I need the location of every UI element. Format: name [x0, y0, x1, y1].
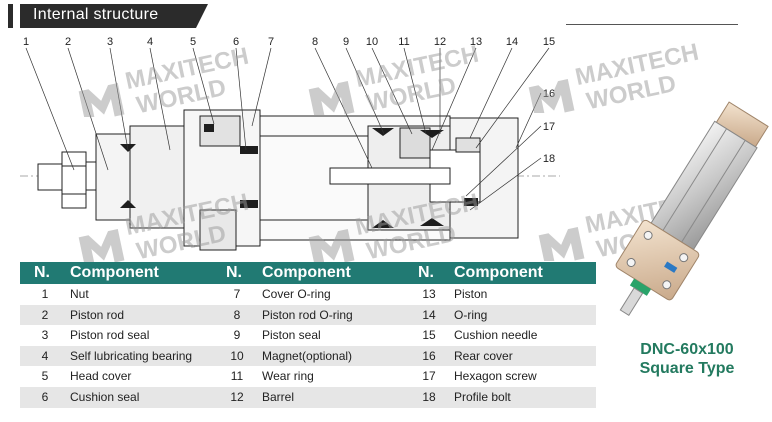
part-number: 18 — [422, 389, 436, 404]
leader-line — [431, 47, 477, 151]
callout-number: 12 — [434, 36, 446, 48]
part-number: 7 — [233, 287, 241, 301]
header-component: Component — [262, 264, 351, 281]
section-title-banner — [8, 4, 208, 28]
callout-number: 4 — [147, 36, 153, 48]
part-name: Piston rod O-ring — [262, 307, 353, 322]
part-number: 10 — [230, 348, 244, 363]
callout-number: 8 — [312, 36, 318, 48]
header-component: Component — [70, 264, 159, 281]
part-name: Head cover — [70, 369, 132, 384]
part-number: 8 — [233, 307, 241, 322]
part-number: 16 — [422, 348, 436, 363]
callout-number: 11 — [398, 36, 409, 48]
table-row: 3 Piston rod seal 9 Piston seal 15 Cushion ne… — [20, 325, 596, 346]
leader-line — [469, 47, 513, 139]
callout-number: 9 — [343, 36, 349, 48]
table-row: 5 Head cover 11 Wear ring 17 Hexagon screw — [20, 366, 596, 387]
part-name: Profile bolt — [454, 389, 511, 404]
part-name: Piston rod seal — [70, 328, 150, 343]
part-name: Rear cover — [454, 348, 513, 363]
callout-number: 3 — [107, 36, 113, 48]
header-number: N. — [226, 264, 242, 281]
part-name: Piston — [454, 287, 488, 301]
leader-line — [251, 47, 272, 127]
callout-number: 1 — [23, 36, 29, 48]
part-number: 5 — [41, 369, 49, 384]
part-number: 15 — [422, 328, 436, 343]
callout-number: 2 — [65, 36, 71, 48]
header-number: N. — [418, 264, 434, 281]
header-component: Component — [454, 264, 543, 281]
part-name: Cover O-ring — [262, 287, 331, 301]
part-name: Magnet(optional) — [262, 348, 353, 363]
part-number: 3 — [41, 328, 49, 343]
model-type: Square Type — [639, 360, 735, 377]
part-number: 2 — [41, 307, 49, 322]
model-name: DNC-60x100 — [640, 341, 734, 358]
part-number: 4 — [41, 348, 49, 363]
leader-line — [465, 125, 542, 197]
part-name: Wear ring — [262, 369, 314, 384]
svg-text:MAXITECH: MAXITECH — [573, 39, 700, 91]
leader-line — [469, 157, 542, 211]
leader-line — [345, 47, 385, 135]
cylinder-product-image — [615, 101, 769, 317]
table-row: 6 Cushion seal 12 Barrel 18 Profile bolt — [20, 386, 596, 408]
header-number: N. — [34, 264, 50, 281]
leader-line — [25, 47, 75, 171]
callout-number: 15 — [543, 36, 555, 48]
part-number: 11 — [230, 369, 244, 384]
leader-line — [149, 47, 171, 151]
part-number: 14 — [422, 307, 436, 322]
part-name: Nut — [70, 287, 89, 301]
callout-number: 6 — [233, 36, 239, 48]
callout-number: 5 — [190, 36, 196, 48]
leader-line — [475, 47, 550, 149]
part-name: Piston rod — [70, 307, 125, 322]
callout-number: 16 — [543, 88, 555, 100]
head-cover-part — [95, 109, 261, 251]
part-number: 1 — [41, 287, 49, 301]
callout-number: 14 — [506, 36, 518, 48]
part-number: 13 — [422, 287, 436, 301]
divider-line — [566, 24, 738, 25]
part-name: Hexagon screw — [454, 369, 537, 384]
callout-number: 7 — [268, 36, 274, 48]
part-number: 17 — [422, 369, 436, 384]
table-header: N. Component N. Component N. Component — [20, 262, 596, 284]
table-row: 1 Nut 7 Cover O-ring 13 Piston — [20, 284, 596, 305]
table-row: 2 Piston rod 8 Piston rod O-ring 14 O-ring — [20, 304, 596, 326]
callout-number: 13 — [470, 36, 482, 48]
callout-number: 17 — [543, 121, 555, 133]
callout-number: 10 — [366, 36, 378, 48]
callout-number: 18 — [543, 153, 555, 165]
leader-line — [403, 47, 427, 135]
part-name: O-ring — [454, 307, 488, 322]
leader-line — [235, 47, 247, 151]
leader-line — [515, 92, 542, 149]
part-name: Cushion needle — [454, 328, 538, 343]
part-name: Barrel — [262, 389, 295, 404]
part-name: Self lubricating bearing — [70, 348, 193, 363]
model-caption: DNC-60x100 Square Type — [612, 340, 762, 378]
table-row: 4 Self lubricating bearing 10 Magnet(option… — [20, 345, 596, 367]
leader-line — [371, 47, 413, 135]
part-number: 9 — [233, 328, 241, 343]
components-table: N. Component N. Component N. Component 1… — [20, 262, 596, 408]
leader-line — [192, 47, 215, 125]
part-name: Piston seal — [262, 328, 321, 343]
part-name: Cushion seal — [70, 389, 140, 404]
section-title: Internal structure — [33, 6, 159, 23]
nut-part — [61, 151, 87, 209]
part-number: 6 — [41, 389, 49, 404]
part-number: 12 — [230, 389, 244, 404]
